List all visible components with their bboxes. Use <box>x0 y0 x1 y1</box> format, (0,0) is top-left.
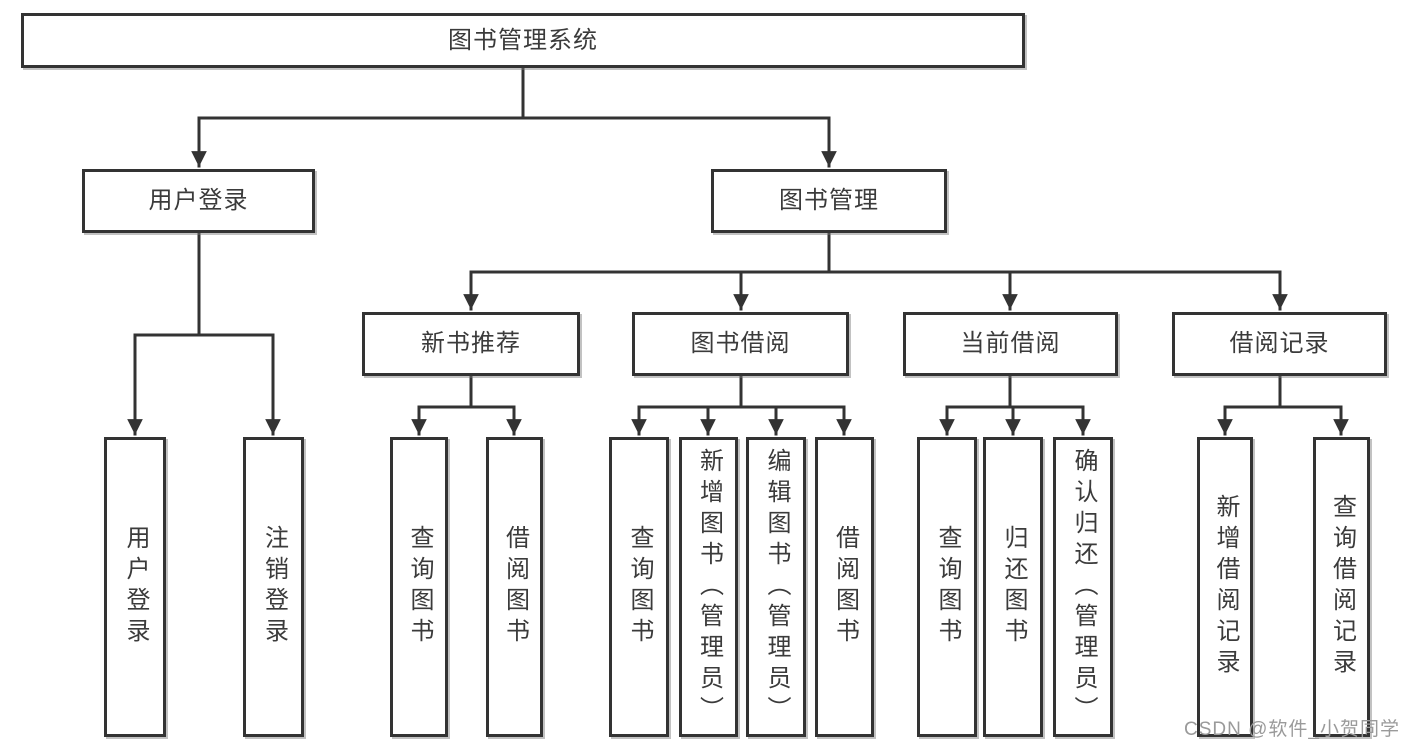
node-label: 确认归还（管理员） <box>1070 447 1097 727</box>
leaf-return-books: 归还图书 <box>983 437 1043 737</box>
leaf-add-borrow-record: 新增借阅记录 <box>1197 437 1253 737</box>
node-label: 查询借阅记录 <box>1328 494 1356 680</box>
node-book-borrowing: 图书借阅 <box>632 312 849 376</box>
connector-root-to-level2 <box>191 66 837 168</box>
leaf-borrow-books-1: 借阅图书 <box>486 437 543 737</box>
node-current-borrowing: 当前借阅 <box>903 312 1118 376</box>
node-label: 查询图书 <box>934 525 961 649</box>
node-label: 图书管理 <box>779 187 879 214</box>
leaf-query-borrow-record: 查询借阅记录 <box>1313 437 1370 737</box>
leaf-edit-book-admin: 编辑图书（管理员） <box>746 437 806 737</box>
node-label: 注销登录 <box>260 525 288 649</box>
node-library-management-system: 图书管理系统 <box>21 13 1025 68</box>
node-book-management: 图书管理 <box>711 169 947 233</box>
node-label: 图书管理系统 <box>448 26 598 54</box>
watermark: CSDN @软件_小贺同学 <box>1184 719 1400 740</box>
connector-borrow-records-to-leaves <box>1217 374 1349 436</box>
node-new-book-recommendation: 新书推荐 <box>362 312 580 376</box>
node-label: 新增借阅记录 <box>1212 494 1239 680</box>
leaf-user-login: 用户登录 <box>104 437 166 737</box>
node-label: 编辑图书（管理员） <box>763 447 790 727</box>
node-label: 查询图书 <box>626 525 653 649</box>
node-label: 用户登录 <box>148 187 249 214</box>
leaf-borrow-books-2: 借阅图书 <box>815 437 874 737</box>
node-label: 用户登录 <box>122 525 149 649</box>
node-user-login: 用户登录 <box>82 169 315 233</box>
leaf-query-books-3: 查询图书 <box>917 437 977 737</box>
leaf-query-books-2: 查询图书 <box>609 437 669 737</box>
connector-new-book-rec-to-leaves <box>411 374 522 436</box>
node-borrowing-records: 借阅记录 <box>1172 312 1387 376</box>
connector-user-login-to-leaves <box>127 231 281 436</box>
node-label: 借阅图书 <box>831 525 859 649</box>
node-label: 新书推荐 <box>421 330 521 357</box>
connector-book-management-to-level3 <box>463 231 1288 311</box>
connector-book-borrowing-to-leaves <box>631 374 852 436</box>
node-label: 当前借阅 <box>960 330 1061 357</box>
node-label: 查询图书 <box>406 525 433 649</box>
leaf-logout: 注销登录 <box>243 437 304 737</box>
node-label: 归还图书 <box>1000 525 1027 649</box>
node-label: 借阅图书 <box>501 525 529 649</box>
node-label: 图书借阅 <box>690 330 791 357</box>
leaf-query-books-1: 查询图书 <box>390 437 448 737</box>
leaf-add-book-admin: 新增图书（管理员） <box>679 437 738 737</box>
leaf-confirm-return-admin: 确认归还（管理员） <box>1053 437 1113 737</box>
node-label: 新增图书（管理员） <box>695 447 723 727</box>
node-label: 借阅记录 <box>1229 330 1330 357</box>
connector-current-borrowing-to-leaves <box>939 374 1091 436</box>
